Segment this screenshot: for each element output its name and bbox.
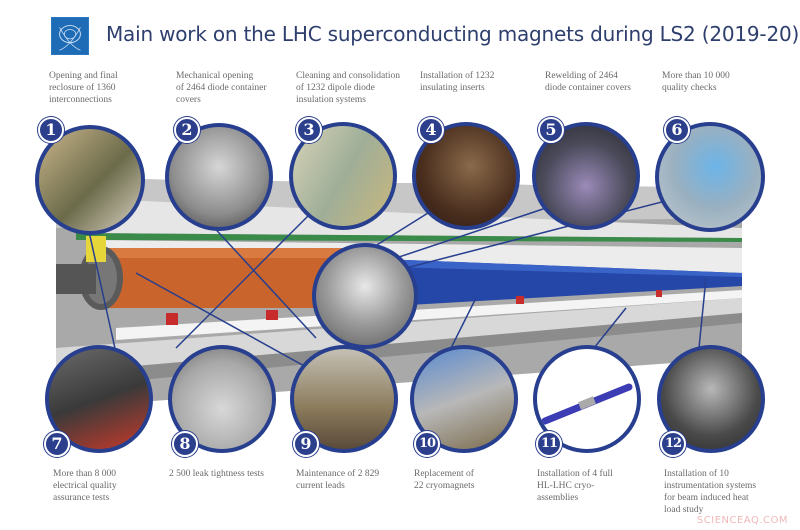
badge-8: 8 bbox=[172, 431, 198, 457]
badge-1: 1 bbox=[38, 117, 64, 143]
caption-11: Installation of 4 full HL-LHC cryo- asse… bbox=[537, 469, 613, 503]
photo-interconnection bbox=[35, 125, 145, 235]
badge-2: 2 bbox=[174, 117, 200, 143]
caption-12: Installation of 10 instrumentation syste… bbox=[664, 469, 757, 515]
caption-1: Opening and final reclosure of 1360 inte… bbox=[49, 71, 118, 105]
magnet-interior-photo bbox=[312, 243, 418, 349]
caption-3: Cleaning and consolidation of 1232 dipol… bbox=[296, 71, 400, 105]
badge-4: 4 bbox=[418, 117, 444, 143]
caption-9: Maintenance of 2 829 current leads bbox=[296, 469, 380, 491]
caption-4: Installation of 1232 insulating inserts bbox=[420, 71, 495, 93]
caption-2: Mechanical opening of 2464 diode contain… bbox=[176, 71, 267, 105]
photo-diode-container bbox=[165, 123, 273, 231]
caption-6: More than 10 000 quality checks bbox=[662, 71, 730, 93]
badge-7: 7 bbox=[44, 431, 70, 457]
cryo-assembly-icon bbox=[541, 383, 633, 425]
badge-3: 3 bbox=[296, 117, 322, 143]
caption-8: 2 500 leak tightness tests bbox=[169, 469, 264, 479]
caption-10: Replacement of 22 cryomagnets bbox=[414, 469, 475, 491]
badge-11: 11 bbox=[536, 431, 562, 457]
badge-9: 9 bbox=[293, 431, 319, 457]
photo-instrumentation bbox=[657, 345, 765, 453]
cern-logo-icon bbox=[51, 17, 89, 55]
badge-6: 6 bbox=[664, 117, 690, 143]
watermark: SCIENCEAQ.COM bbox=[696, 515, 788, 526]
badge-5: 5 bbox=[538, 117, 564, 143]
page-title: Main work on the LHC superconducting mag… bbox=[106, 22, 800, 46]
caption-5: Rewelding of 2464 diode container covers bbox=[545, 71, 631, 93]
badge-10: 10 bbox=[414, 431, 440, 457]
caption-7: More than 8 000 electrical quality assur… bbox=[53, 469, 117, 503]
badge-12: 12 bbox=[660, 431, 686, 457]
